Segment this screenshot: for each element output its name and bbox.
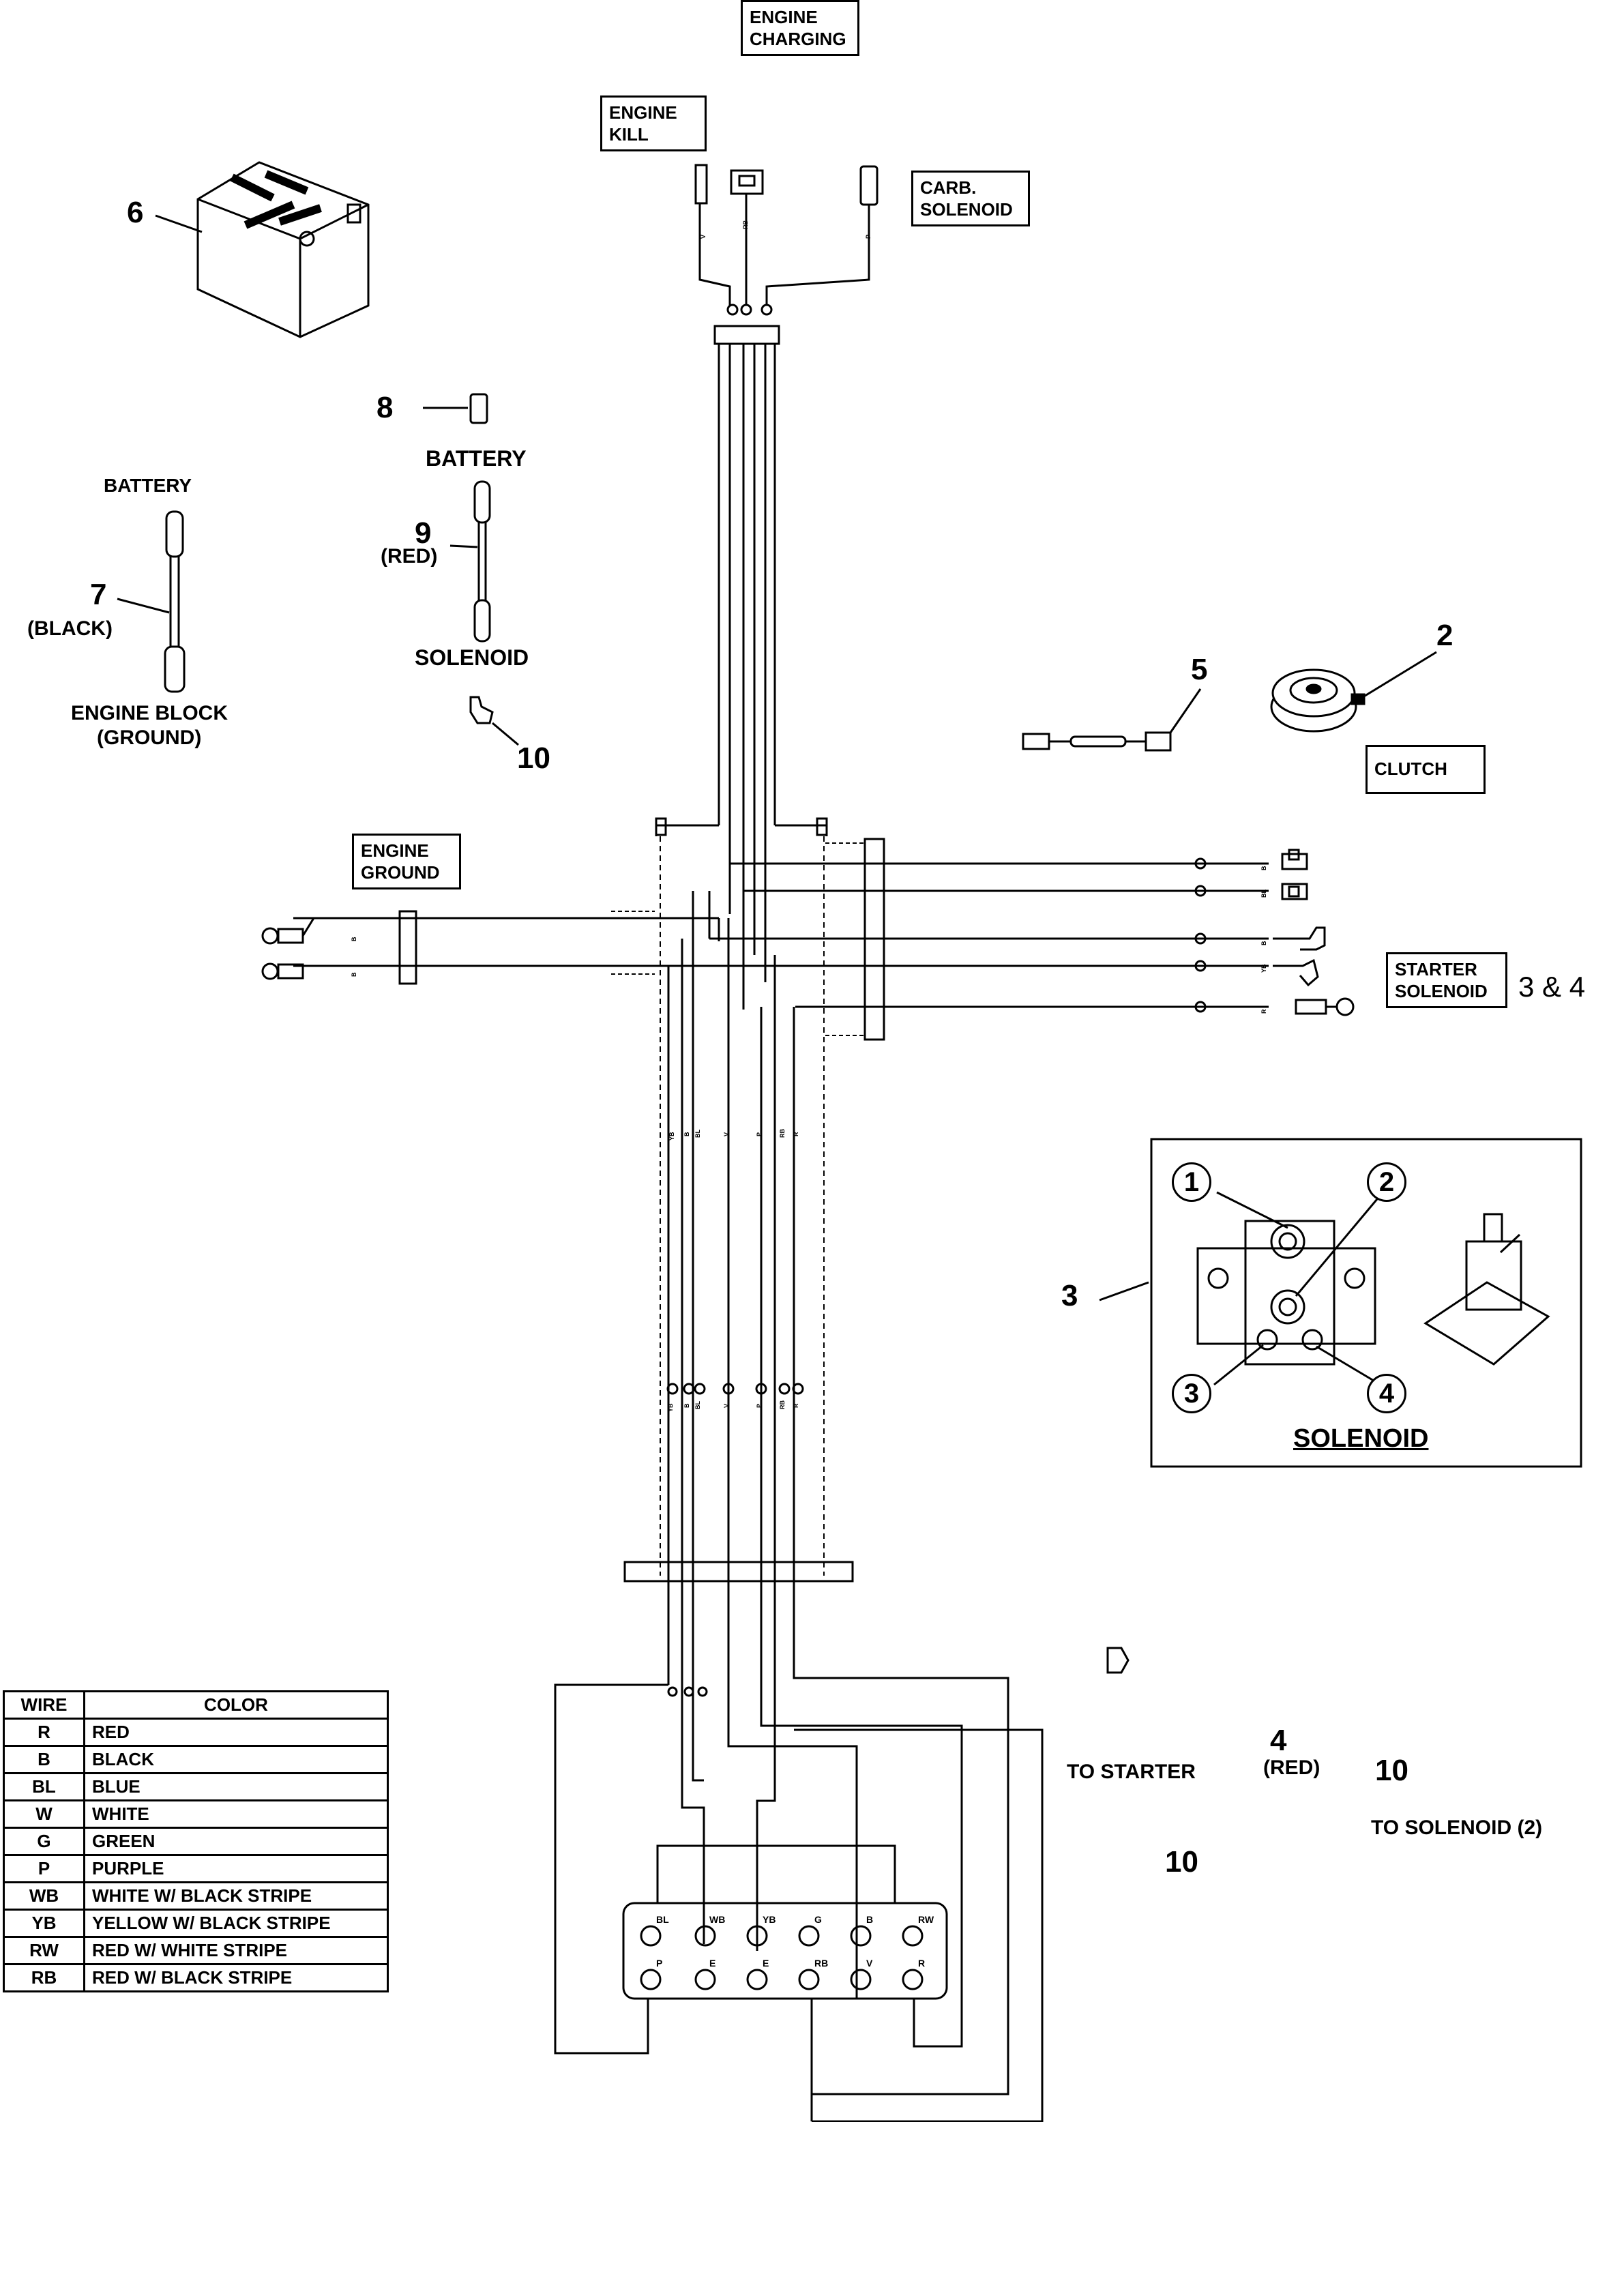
callout-10-c: 10	[1165, 1845, 1198, 1879]
wire-tag: YB	[668, 1132, 675, 1140]
solenoid-title: SOLENOID	[1293, 1424, 1429, 1453]
legend-header-wire: WIRE	[3, 1690, 85, 1720]
wire-tag: B	[1260, 866, 1267, 871]
wire-tag: P	[865, 234, 872, 239]
callout-8: 8	[377, 391, 394, 424]
callout-10-a: 10	[517, 741, 550, 775]
red-label-4: (RED)	[1263, 1756, 1320, 1779]
ground-label: (GROUND)	[97, 726, 202, 749]
wire-tag: R	[793, 1132, 799, 1137]
terminal-1: 1	[1172, 1162, 1211, 1202]
wire-tag: RB	[779, 1400, 786, 1409]
pin-label: P	[656, 1958, 663, 1969]
battery-cable-red	[449, 480, 491, 643]
pin-label: V	[866, 1958, 873, 1969]
wire-tag: YB	[667, 1403, 674, 1412]
ground-cable-black	[117, 510, 186, 693]
pin-label: E	[709, 1958, 716, 1969]
starter-solenoid-box: STARTER SOLENOID	[1386, 952, 1507, 1008]
callout-6: 6	[127, 196, 144, 229]
wire-tag: B	[1260, 941, 1267, 946]
pin-label: R	[918, 1958, 926, 1969]
wire-tag: BL	[694, 1401, 701, 1409]
wire-tag: B	[683, 1403, 690, 1409]
pin-label: WB	[709, 1914, 726, 1925]
wire-tag: B	[351, 972, 357, 977]
wire-tag: YB	[1260, 964, 1267, 973]
engine-kill-box: ENGINE KILL	[600, 95, 707, 151]
battery-label-left: BATTERY	[104, 475, 192, 496]
wire-tag: P	[756, 1132, 763, 1136]
wiring-diagram	[117, 161, 1582, 2122]
wire-tag: V	[723, 1132, 730, 1136]
connector-pins	[640, 1925, 924, 1990]
pin-label: B	[866, 1914, 874, 1925]
wire-tag: RB	[742, 220, 749, 229]
pin-label: RB	[814, 1958, 829, 1969]
solenoid-label: SOLENOID	[415, 645, 529, 670]
carb-solenoid-box: CARB. SOLENOID	[911, 171, 1030, 226]
callout-10-b: 10	[1375, 1754, 1408, 1787]
wire-tag: V	[700, 234, 707, 239]
pin-label: BL	[656, 1914, 669, 1925]
terminal-2: 2	[1367, 1162, 1406, 1202]
solenoid-side-icon	[1423, 1213, 1550, 1366]
wire-tag: RB	[779, 1129, 786, 1138]
legend-header-color: COLOR	[83, 1690, 389, 1720]
callout-4: 4	[1270, 1724, 1287, 1757]
pin-label: YB	[763, 1914, 776, 1925]
black-label-7: (BLACK)	[27, 617, 113, 640]
terminal-4: 4	[1367, 1374, 1406, 1413]
wire-tag: BL	[1260, 889, 1267, 898]
callout-2: 2	[1436, 619, 1453, 652]
pin-label: RW	[918, 1914, 934, 1925]
wire-tag: BL	[694, 1130, 701, 1138]
engine-ground-box: ENGINE GROUND	[352, 834, 461, 889]
battery-icon	[196, 161, 370, 338]
to-solenoid-label: TO SOLENOID (2)	[1371, 1816, 1543, 1839]
wire-tag: V	[723, 1403, 730, 1408]
wire-tag: P	[756, 1403, 763, 1408]
wire-tag: R	[793, 1403, 799, 1409]
callout-5: 5	[1191, 653, 1208, 686]
pin-label: E	[763, 1958, 769, 1969]
callout-3: 3	[1061, 1279, 1078, 1312]
wire-tag: B	[351, 937, 357, 942]
terminal-3: 3	[1172, 1374, 1211, 1413]
to-starter-cable	[1106, 1647, 1130, 1674]
clutch-icon	[1270, 668, 1366, 733]
callout-9: 9	[415, 516, 432, 550]
wire-tag: B	[683, 1132, 690, 1137]
to-starter-label: TO STARTER	[1067, 1761, 1196, 1783]
engine-charging-box: ENGINE CHARGING	[741, 0, 859, 56]
engine-block-label: ENGINE BLOCK	[71, 702, 228, 724]
clutch-box: CLUTCH	[1366, 745, 1486, 794]
red-label-9: (RED)	[381, 545, 438, 568]
battery-label-top: BATTERY	[426, 446, 527, 471]
starter-ref-label: 3 & 4	[1518, 971, 1586, 1003]
solenoid-front-icon	[1196, 1220, 1376, 1366]
pin-label: G	[814, 1914, 822, 1925]
callout-7: 7	[90, 578, 107, 611]
wire-tag: R	[1260, 1009, 1267, 1014]
